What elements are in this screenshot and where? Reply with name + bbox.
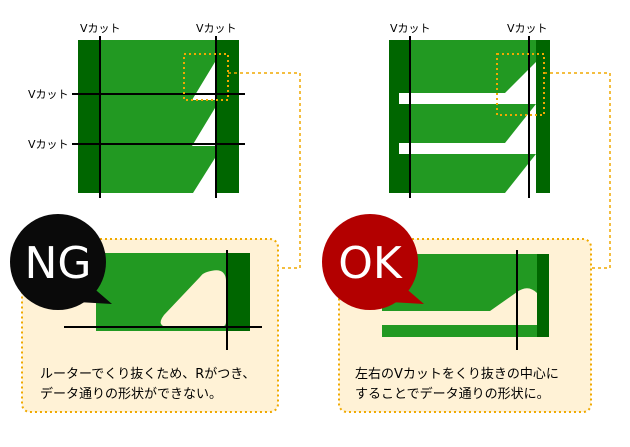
ng-caption-line2: データ通りの形状ができない。 <box>40 386 222 402</box>
ok-caption-line2: することでデータ通りの形状に。 <box>355 386 550 402</box>
ng-badge: NG <box>10 214 112 310</box>
ok-slot-top <box>399 93 536 104</box>
ng-cutout-1 <box>192 62 215 100</box>
ng-zoom-rounded-cutout <box>160 270 226 327</box>
ng-panel: Vカット Vカット Vカット Vカット <box>28 22 245 198</box>
ok-vcut-label-top-left: Vカット <box>390 22 431 35</box>
ok-zoom-cutout <box>490 288 537 311</box>
ng-board-right-strip <box>215 40 239 193</box>
ng-caption-line1: ルーターでくり抜くため、Rがつき、 <box>40 366 255 382</box>
ng-vcut-label-top-right: Vカット <box>196 22 237 35</box>
ok-board-right-strip <box>536 40 550 193</box>
ng-badge-text: NG <box>24 238 91 289</box>
ng-connector-line <box>228 72 301 269</box>
ng-vcut-label-top-left: Vカット <box>80 22 121 35</box>
ok-zoom-board-right-strip <box>537 254 549 337</box>
ok-badge-text: OK <box>338 238 403 289</box>
ok-zoom-slot <box>382 311 537 325</box>
ng-cutout-2 <box>192 108 215 146</box>
ok-panel: Vカット Vカット <box>389 22 550 198</box>
ok-badge: OK <box>322 214 424 310</box>
ok-connector-line <box>544 72 611 269</box>
ng-board-left-strip <box>78 40 100 193</box>
ng-highlight-box <box>183 53 229 101</box>
ok-vcut-label-top-right: Vカット <box>507 22 548 35</box>
ng-badge-tail <box>78 285 112 304</box>
ok-badge-circle <box>322 214 418 310</box>
ng-zoom-board-right-strip <box>227 253 250 331</box>
ng-cutout-3 <box>193 158 215 193</box>
ng-badge-circle <box>10 214 106 310</box>
ok-highlight-box <box>496 53 545 116</box>
ok-board-left-strip <box>389 40 410 193</box>
ng-vcut-label-side-top: Vカット <box>28 88 69 101</box>
ok-badge-tail <box>390 285 424 304</box>
ok-slot-bottom <box>399 143 536 154</box>
ng-vcut-label-side-bottom: Vカット <box>28 138 69 151</box>
ok-caption-line1: 左右のVカットをくり抜きの中心に <box>355 366 559 382</box>
ok-board-light <box>389 40 550 193</box>
